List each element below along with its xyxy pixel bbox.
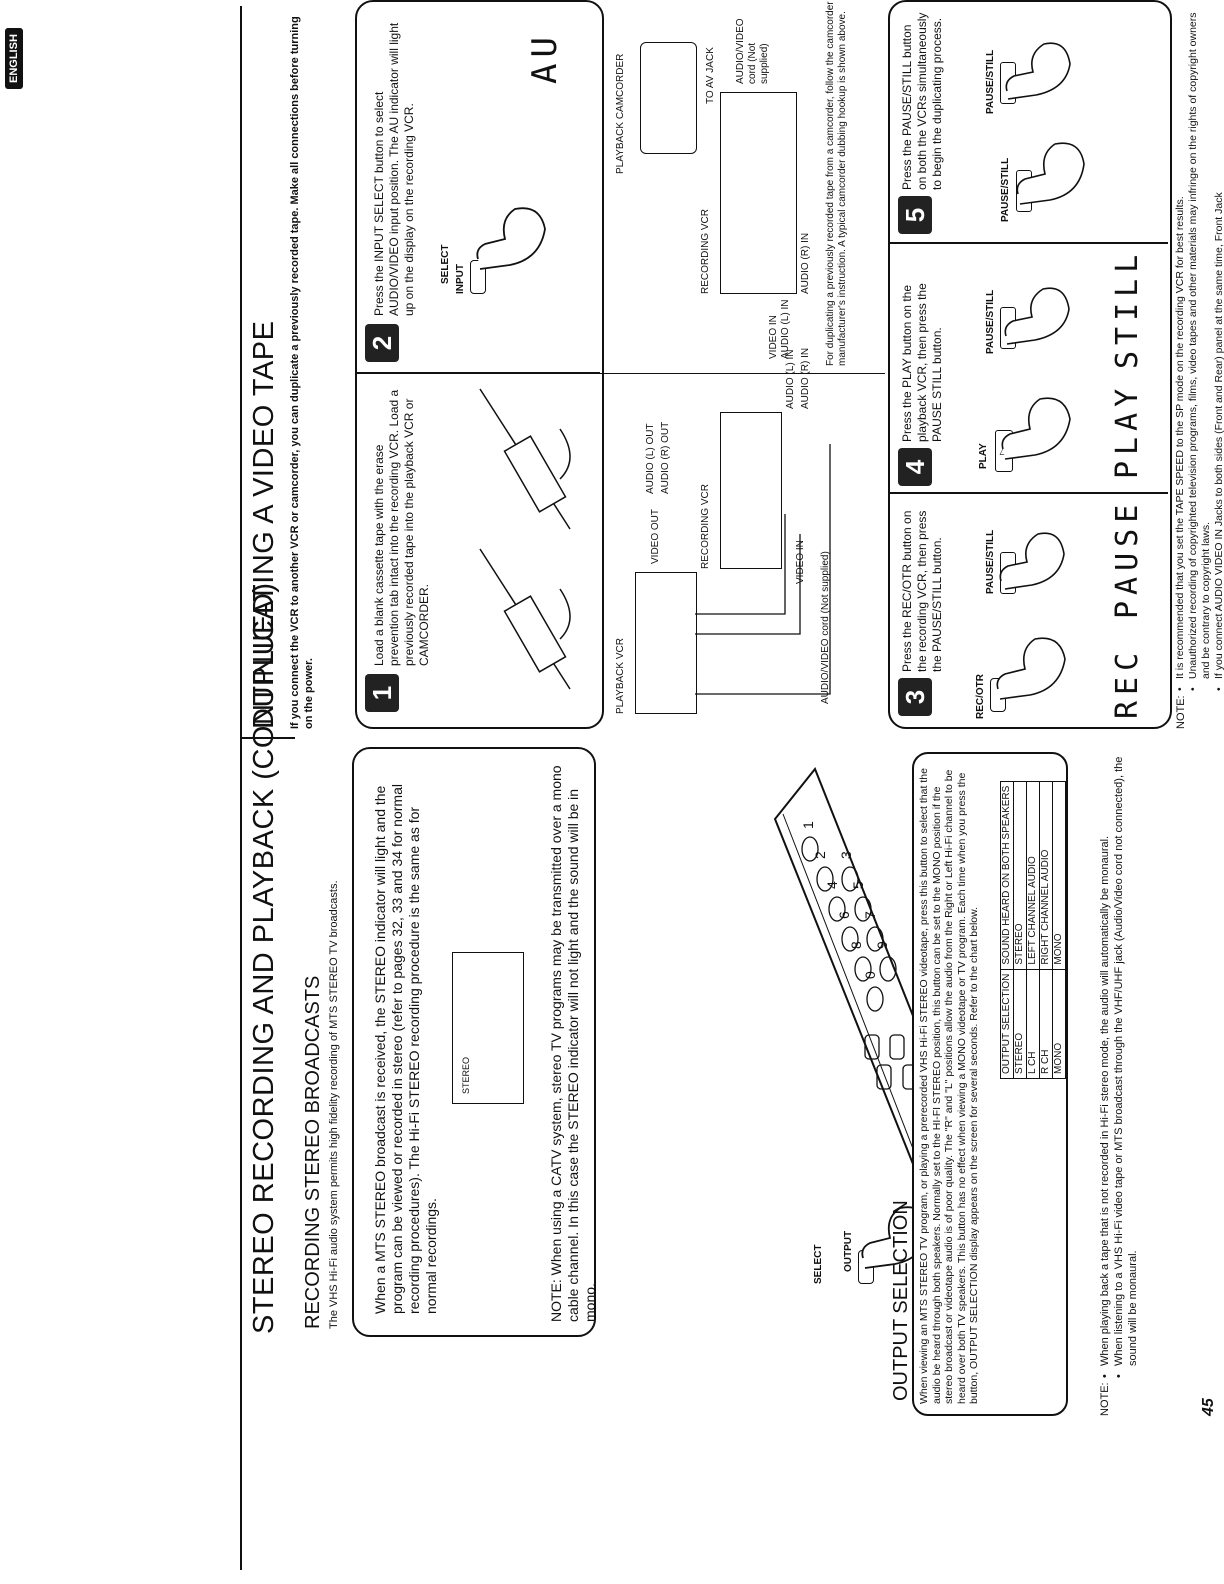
label-audio-r-in-b: AUDIO (R) IN xyxy=(800,232,811,294)
notes-label-right: NOTE: xyxy=(1175,695,1187,729)
label-to-av-jack: TO AV JACK xyxy=(705,47,716,104)
step-badge-1: 1 xyxy=(365,674,399,712)
notes-list-left: When playing back a tape that is not rec… xyxy=(1098,753,1140,1378)
step-badge-3: 3 xyxy=(898,678,932,716)
hand-pointer-icon xyxy=(996,532,1066,700)
page-number: 45 xyxy=(1200,1398,1217,1416)
remote-key-0[interactable]: 0 xyxy=(862,971,878,979)
steps-1-2-divider xyxy=(355,372,600,374)
remote-key-4[interactable]: 4 xyxy=(824,881,840,889)
diagram-divider xyxy=(600,373,885,374)
playback-vcr-device xyxy=(635,572,697,714)
label-video-out: VIDEO OUT xyxy=(650,508,661,564)
step5-text: Press the PAUSE/STILL button on both the… xyxy=(900,12,944,190)
table-cell: LEFT CHANNEL AUDIO xyxy=(1026,781,1040,970)
step-badge-4: 4 xyxy=(898,448,932,486)
table-cell: L CH xyxy=(1026,969,1040,1079)
table-row: L CH LEFT CHANNEL AUDIO xyxy=(1026,781,1040,1079)
output-selection-text: When viewing an MTS STEREO TV program, o… xyxy=(918,768,980,1404)
camcorder-caption: For duplicating a previously recorded ta… xyxy=(825,1,848,366)
label-playback-camcorder: PLAYBACK CAMCORDER xyxy=(615,53,626,174)
table-row: R CH RIGHT CHANNEL AUDIO xyxy=(1039,781,1053,1079)
recording-info-text: When a MTS STEREO broadcast is received,… xyxy=(372,784,439,1314)
au-indicator-display: AU xyxy=(525,31,565,84)
label-playback-vcr: PLAYBACK VCR xyxy=(615,638,626,714)
remote-key-2[interactable]: 2 xyxy=(812,851,828,859)
input-select-label-input: INPUT xyxy=(455,264,466,294)
step-badge-2: 2 xyxy=(365,324,399,362)
note-item: When listening to a VHS Hi-Fi video tape… xyxy=(1112,753,1140,1378)
section-heading-recording: RECORDING STEREO BROADCASTS xyxy=(302,975,324,1329)
top-rule xyxy=(240,6,242,1570)
note-item: Unauthorized recording of copyrighted te… xyxy=(1187,1,1213,691)
pause-display: PAUSE xyxy=(1110,498,1145,619)
hand-pointer-icon xyxy=(1001,287,1071,460)
camcorder-device xyxy=(640,42,697,154)
pause-still-label-5b: PAUSE/STILL xyxy=(985,49,996,114)
still-display: STILL xyxy=(1110,248,1145,369)
step2-text: Press the INPUT SELECT button to select … xyxy=(372,22,416,316)
output-button-label: OUTPUT xyxy=(843,1230,854,1272)
recording-vcr-device-b xyxy=(720,92,797,294)
stereo-indicator-label: STEREO xyxy=(461,1056,471,1094)
note-item: If you connect AUDIO VIDEO IN Jacks to b… xyxy=(1213,1,1224,691)
label-audio-l-out: AUDIO (L) OUT xyxy=(645,423,656,494)
table-cell: STEREO xyxy=(1013,969,1027,1079)
table-cell: MONO xyxy=(1052,781,1066,970)
play-label: PLAY xyxy=(978,443,989,469)
step-badge-5: 5 xyxy=(898,196,932,234)
label-video-in-b: VIDEO IN xyxy=(768,315,779,359)
table-header-output: OUTPUT SELECTION xyxy=(1000,969,1014,1079)
hand-pointer-icon xyxy=(476,207,546,270)
output-selection-table: OUTPUT SELECTION SOUND HEARD ON BOTH SPE… xyxy=(1000,781,1066,1079)
table-cell: MONO xyxy=(1052,969,1066,1079)
section-heading-output: OUTPUT SELECTION xyxy=(890,1200,912,1401)
table-cell: R CH xyxy=(1039,969,1053,1079)
page-title-duplicating: DUPLICATING A VIDEO TAPE xyxy=(248,320,280,729)
note-item: It is recommended that you set the TAPE … xyxy=(1174,1,1187,691)
label-audio-l-in-b: AUDIO (L) IN xyxy=(780,299,791,359)
remote-key-9[interactable]: 9 xyxy=(874,941,890,949)
remote-control-illustration xyxy=(773,767,952,1172)
remote-key-6[interactable]: 6 xyxy=(836,911,852,919)
rec-display: REC xyxy=(1110,646,1145,719)
notes-list-right: It is recommended that you set the TAPE … xyxy=(1174,1,1224,691)
play-display: PLAY xyxy=(1110,382,1145,479)
note-item: When playing back a tape that is not rec… xyxy=(1098,753,1112,1378)
label-audio-r-out: AUDIO (R) OUT xyxy=(660,421,671,494)
table-row: STEREO STEREO xyxy=(1013,781,1027,1079)
steps-divider-3-4 xyxy=(888,492,1168,494)
av-cord-connections xyxy=(695,444,831,695)
step3-text: Press the REC/OTR button on the recordin… xyxy=(900,510,944,672)
step1-text: Load a blank cassette tape with the eras… xyxy=(372,389,431,666)
recording-subtitle: The VHS Hi-Fi audio system permits high … xyxy=(328,880,340,1329)
notes-label-left: NOTE: xyxy=(1099,1382,1111,1416)
step4-text: Press the PLAY button on the playback VC… xyxy=(900,283,944,442)
rec-otr-label: REC/OTR xyxy=(975,674,986,719)
table-cell: RIGHT CHANNEL AUDIO xyxy=(1039,781,1053,970)
duplicating-intro: If you connect the VCR to another VCR or… xyxy=(289,16,315,729)
english-badge: ENGLISH xyxy=(4,28,23,89)
table-header-sound: SOUND HEARD ON BOTH SPEAKERS xyxy=(1000,781,1014,970)
remote-key-7[interactable]: 7 xyxy=(862,911,878,919)
table-row: MONO MONO xyxy=(1052,781,1066,1079)
select-button-label: SELECT xyxy=(813,1244,824,1284)
english-badge-text: ENGLISH xyxy=(5,28,23,89)
label-av-cord-b: AUDIO/VIDEO cord (Not supplied) xyxy=(735,18,770,84)
remote-key-5[interactable]: 5 xyxy=(850,881,866,889)
table-cell: STEREO xyxy=(1013,781,1027,970)
input-select-label-select: SELECT xyxy=(440,244,451,284)
remote-key-1[interactable]: 1 xyxy=(800,821,816,829)
remote-key-3[interactable]: 3 xyxy=(838,851,854,859)
remote-key-8[interactable]: 8 xyxy=(848,941,864,949)
label-recording-vcr-b: RECORDING VCR xyxy=(700,208,711,294)
cassette-loading-illustration xyxy=(479,388,571,690)
hand-pointer-icon xyxy=(1005,42,1085,205)
recording-note: NOTE: When using a CATV system, stereo T… xyxy=(548,765,598,1322)
steps-divider-4-5 xyxy=(888,242,1168,244)
